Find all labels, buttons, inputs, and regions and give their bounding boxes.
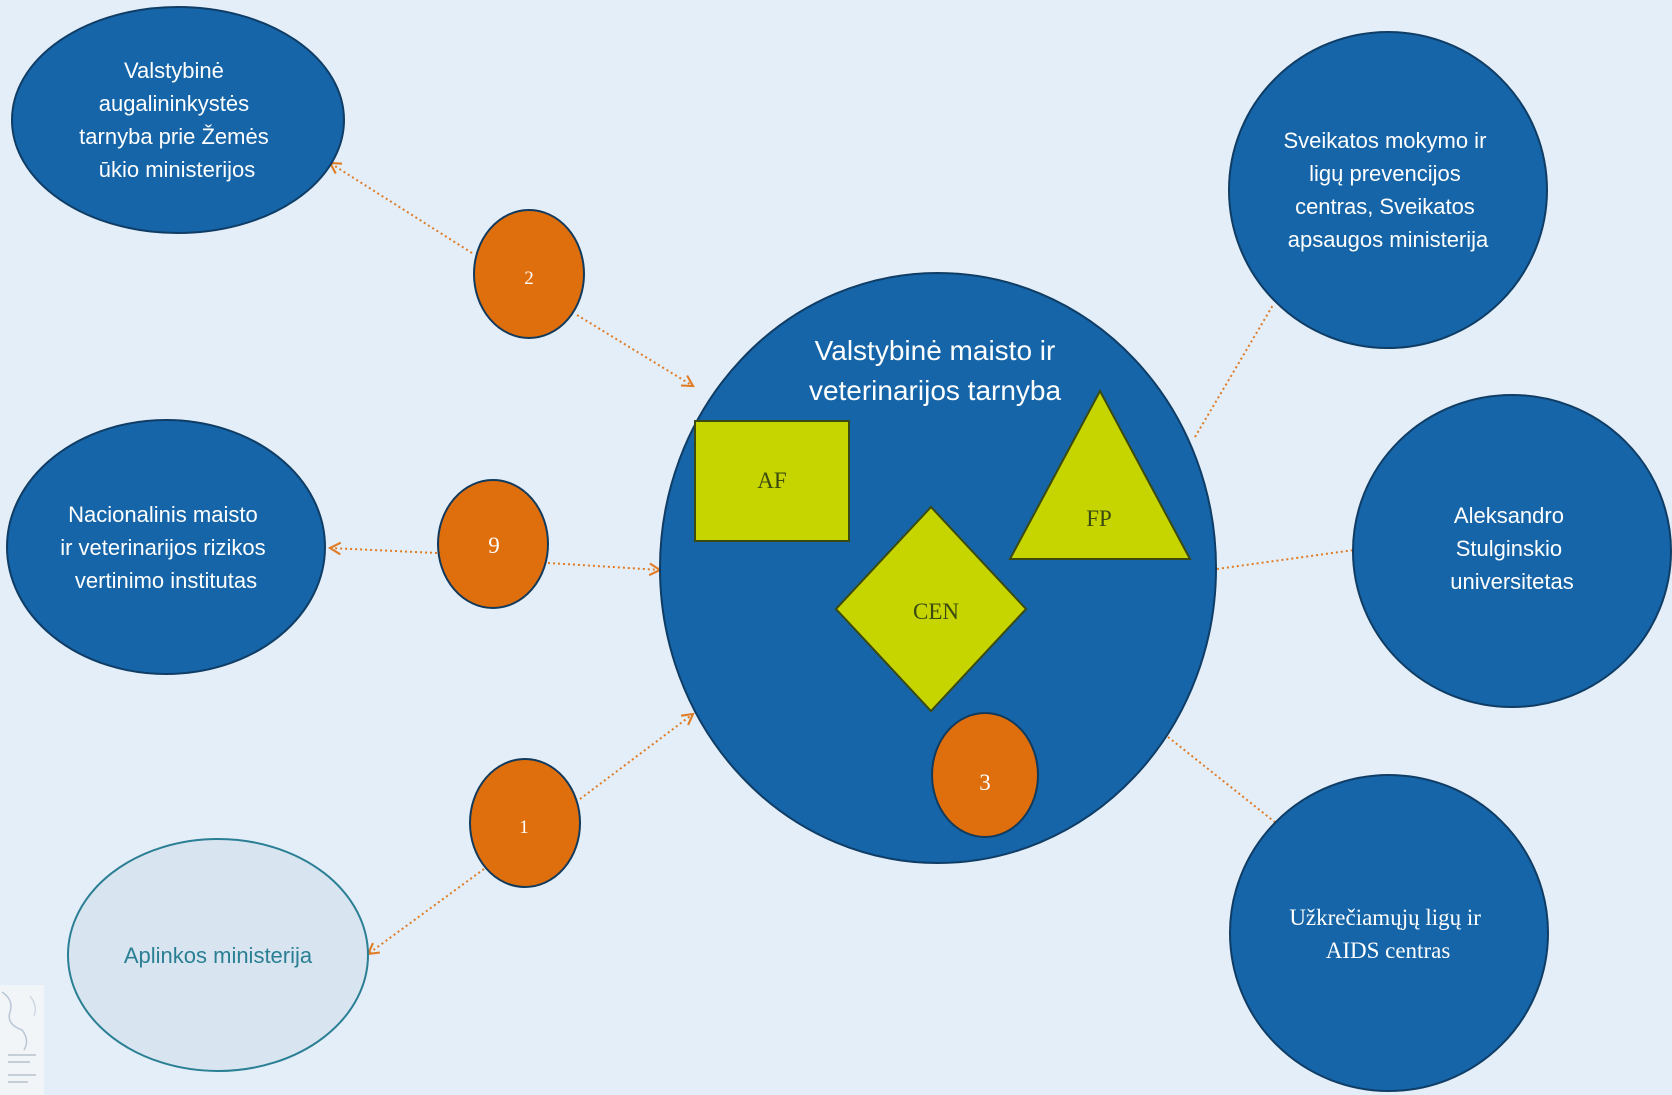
node-augalininkystes-text: Valstybinė augalininkystės tarnyba prie … <box>79 58 275 182</box>
badge-9[interactable]: 9 <box>437 479 549 609</box>
shape-rectangle-label: AF <box>757 468 786 493</box>
badge-1[interactable]: 1 <box>469 758 581 888</box>
connector-center-aids <box>1167 736 1277 824</box>
node-universitetas[interactable]: Aleksandro Stulginskio universitetas <box>1352 394 1672 708</box>
node-sveikatos-mokymo-text: Sveikatos mokymo ir ligų prevencijos cen… <box>1283 128 1492 252</box>
shape-diamond-label: CEN <box>913 599 959 624</box>
node-aplinkos[interactable]: Aplinkos ministerija <box>67 838 369 1072</box>
shape-diamond-cen[interactable]: CEN <box>834 505 1028 713</box>
node-aplinkos-text: Aplinkos ministerija <box>124 943 313 968</box>
connector-badge9-center <box>547 562 663 577</box>
connector-center-sveikatos <box>1194 304 1274 438</box>
badge-3[interactable]: 3 <box>931 712 1039 838</box>
node-aids[interactable]: Užkrečiamųjų ligų ir AIDS centras <box>1229 774 1549 1092</box>
badge-2-label: 2 <box>524 268 534 289</box>
node-sveikatos-mokymo[interactable]: Sveikatos mokymo ir ligų prevencijos cen… <box>1228 31 1548 349</box>
node-universitetas-text: Aleksandro Stulginskio universitetas <box>1450 503 1574 594</box>
thumbnail-fragment <box>0 985 44 1095</box>
badge-9-label: 9 <box>488 533 500 558</box>
center-title-line1: Valstybinė maisto ir <box>815 335 1056 366</box>
connector-augalininkystes-badge <box>328 161 473 254</box>
badge-2[interactable]: 2 <box>473 209 585 339</box>
center-title-line2: veterinarijos tarnyba <box>809 375 1062 406</box>
connector-center-universitetas <box>1216 549 1355 570</box>
connector-badge1-aplinkos <box>366 868 485 956</box>
badge-1-label: 1 <box>519 817 529 838</box>
connector-badge1-center <box>579 712 695 800</box>
node-rizikos[interactable]: Nacionalinis maisto ir veterinarijos riz… <box>6 419 326 675</box>
node-augalininkystes[interactable]: Valstybinė augalininkystės tarnyba prie … <box>11 6 345 234</box>
connectors <box>327 161 1355 956</box>
badge-3-label: 3 <box>979 770 991 795</box>
shape-triangle-label: FP <box>1086 506 1112 531</box>
node-rizikos-text: Nacionalinis maisto ir veterinarijos riz… <box>60 502 272 593</box>
connector-rizikos-badge <box>327 541 438 556</box>
shape-rectangle-af[interactable]: AF <box>694 420 850 542</box>
connector-badge2-center <box>576 314 695 388</box>
shape-triangle-fp[interactable]: FP <box>1008 388 1192 560</box>
node-aids-text: Užkrečiamųjų ligų ir AIDS centras <box>1289 905 1486 963</box>
